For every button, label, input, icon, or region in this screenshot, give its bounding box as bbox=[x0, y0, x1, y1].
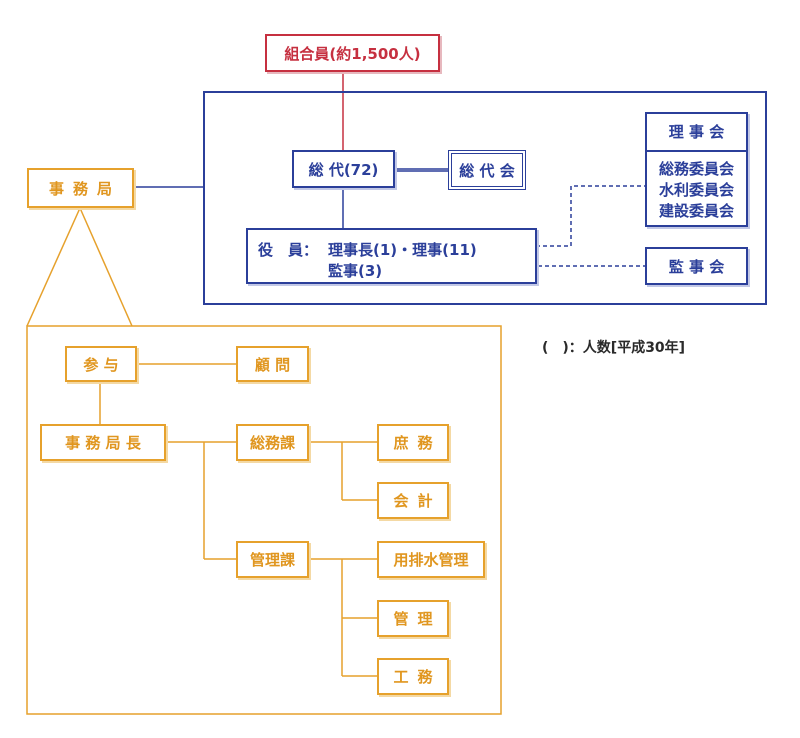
general-affairs-unit-box: 庶務 bbox=[377, 424, 449, 461]
director-label: 事務局長 bbox=[65, 434, 147, 452]
officers-line2: 監事(3) bbox=[328, 262, 383, 280]
general-affairs-label: 総務課 bbox=[249, 434, 295, 452]
assembly-label: 総 代(72) bbox=[308, 160, 379, 179]
engineering-unit-label: 工務 bbox=[393, 668, 442, 686]
assembly-meeting-label: 総代会 bbox=[459, 161, 520, 180]
assembly-box: 総 代(72) bbox=[292, 150, 395, 188]
counselor-label: 顧問 bbox=[254, 355, 296, 374]
committee-water-use: 水利委員会 bbox=[658, 181, 734, 199]
management-box: 管理課 bbox=[236, 541, 309, 578]
engineering-unit-box: 工務 bbox=[377, 658, 449, 695]
management-unit-box: 管理 bbox=[377, 600, 449, 637]
advisor-label: 参与 bbox=[83, 355, 124, 374]
officers-box: 役 員： 理事長(1)・理事(11) 監事(3) bbox=[246, 228, 537, 284]
accounting-unit-label: 会計 bbox=[393, 492, 442, 510]
members-label: 組合員(約1,500人) bbox=[284, 44, 421, 63]
committee-construction: 建設委員会 bbox=[658, 202, 734, 220]
auditors-label: 監事会 bbox=[668, 257, 730, 276]
water-management-unit-label: 用排水管理 bbox=[393, 551, 469, 569]
committee-general-affairs: 総務委員会 bbox=[658, 160, 734, 178]
general-affairs-box: 総務課 bbox=[236, 424, 309, 461]
members-box: 組合員(約1,500人) bbox=[265, 34, 440, 72]
assembly-meeting-box: 総代会 bbox=[448, 150, 526, 190]
management-unit-label: 管理 bbox=[393, 610, 442, 628]
director-box: 事務局長 bbox=[40, 424, 166, 461]
officers-label: 役 員： bbox=[258, 241, 319, 259]
auditors-box: 監事会 bbox=[645, 247, 748, 285]
secretariat-label: 事務局 bbox=[48, 179, 121, 198]
accounting-unit-box: 会計 bbox=[377, 482, 449, 519]
general-affairs-unit-label: 庶務 bbox=[393, 434, 442, 452]
management-label: 管理課 bbox=[249, 551, 295, 569]
advisor-box: 参与 bbox=[65, 346, 137, 382]
water-management-unit-box: 用排水管理 bbox=[377, 541, 485, 578]
board-box: 理事会 総務委員会 水利委員会 建設委員会 bbox=[645, 112, 748, 227]
secretariat-box: 事務局 bbox=[27, 168, 134, 208]
counselor-box: 顧問 bbox=[236, 346, 309, 382]
board-title: 理事会 bbox=[647, 114, 746, 152]
legend-note: ( )：人数[平成30年] bbox=[542, 340, 686, 356]
officers-line1: 理事長(1)・理事(11) bbox=[328, 241, 477, 259]
